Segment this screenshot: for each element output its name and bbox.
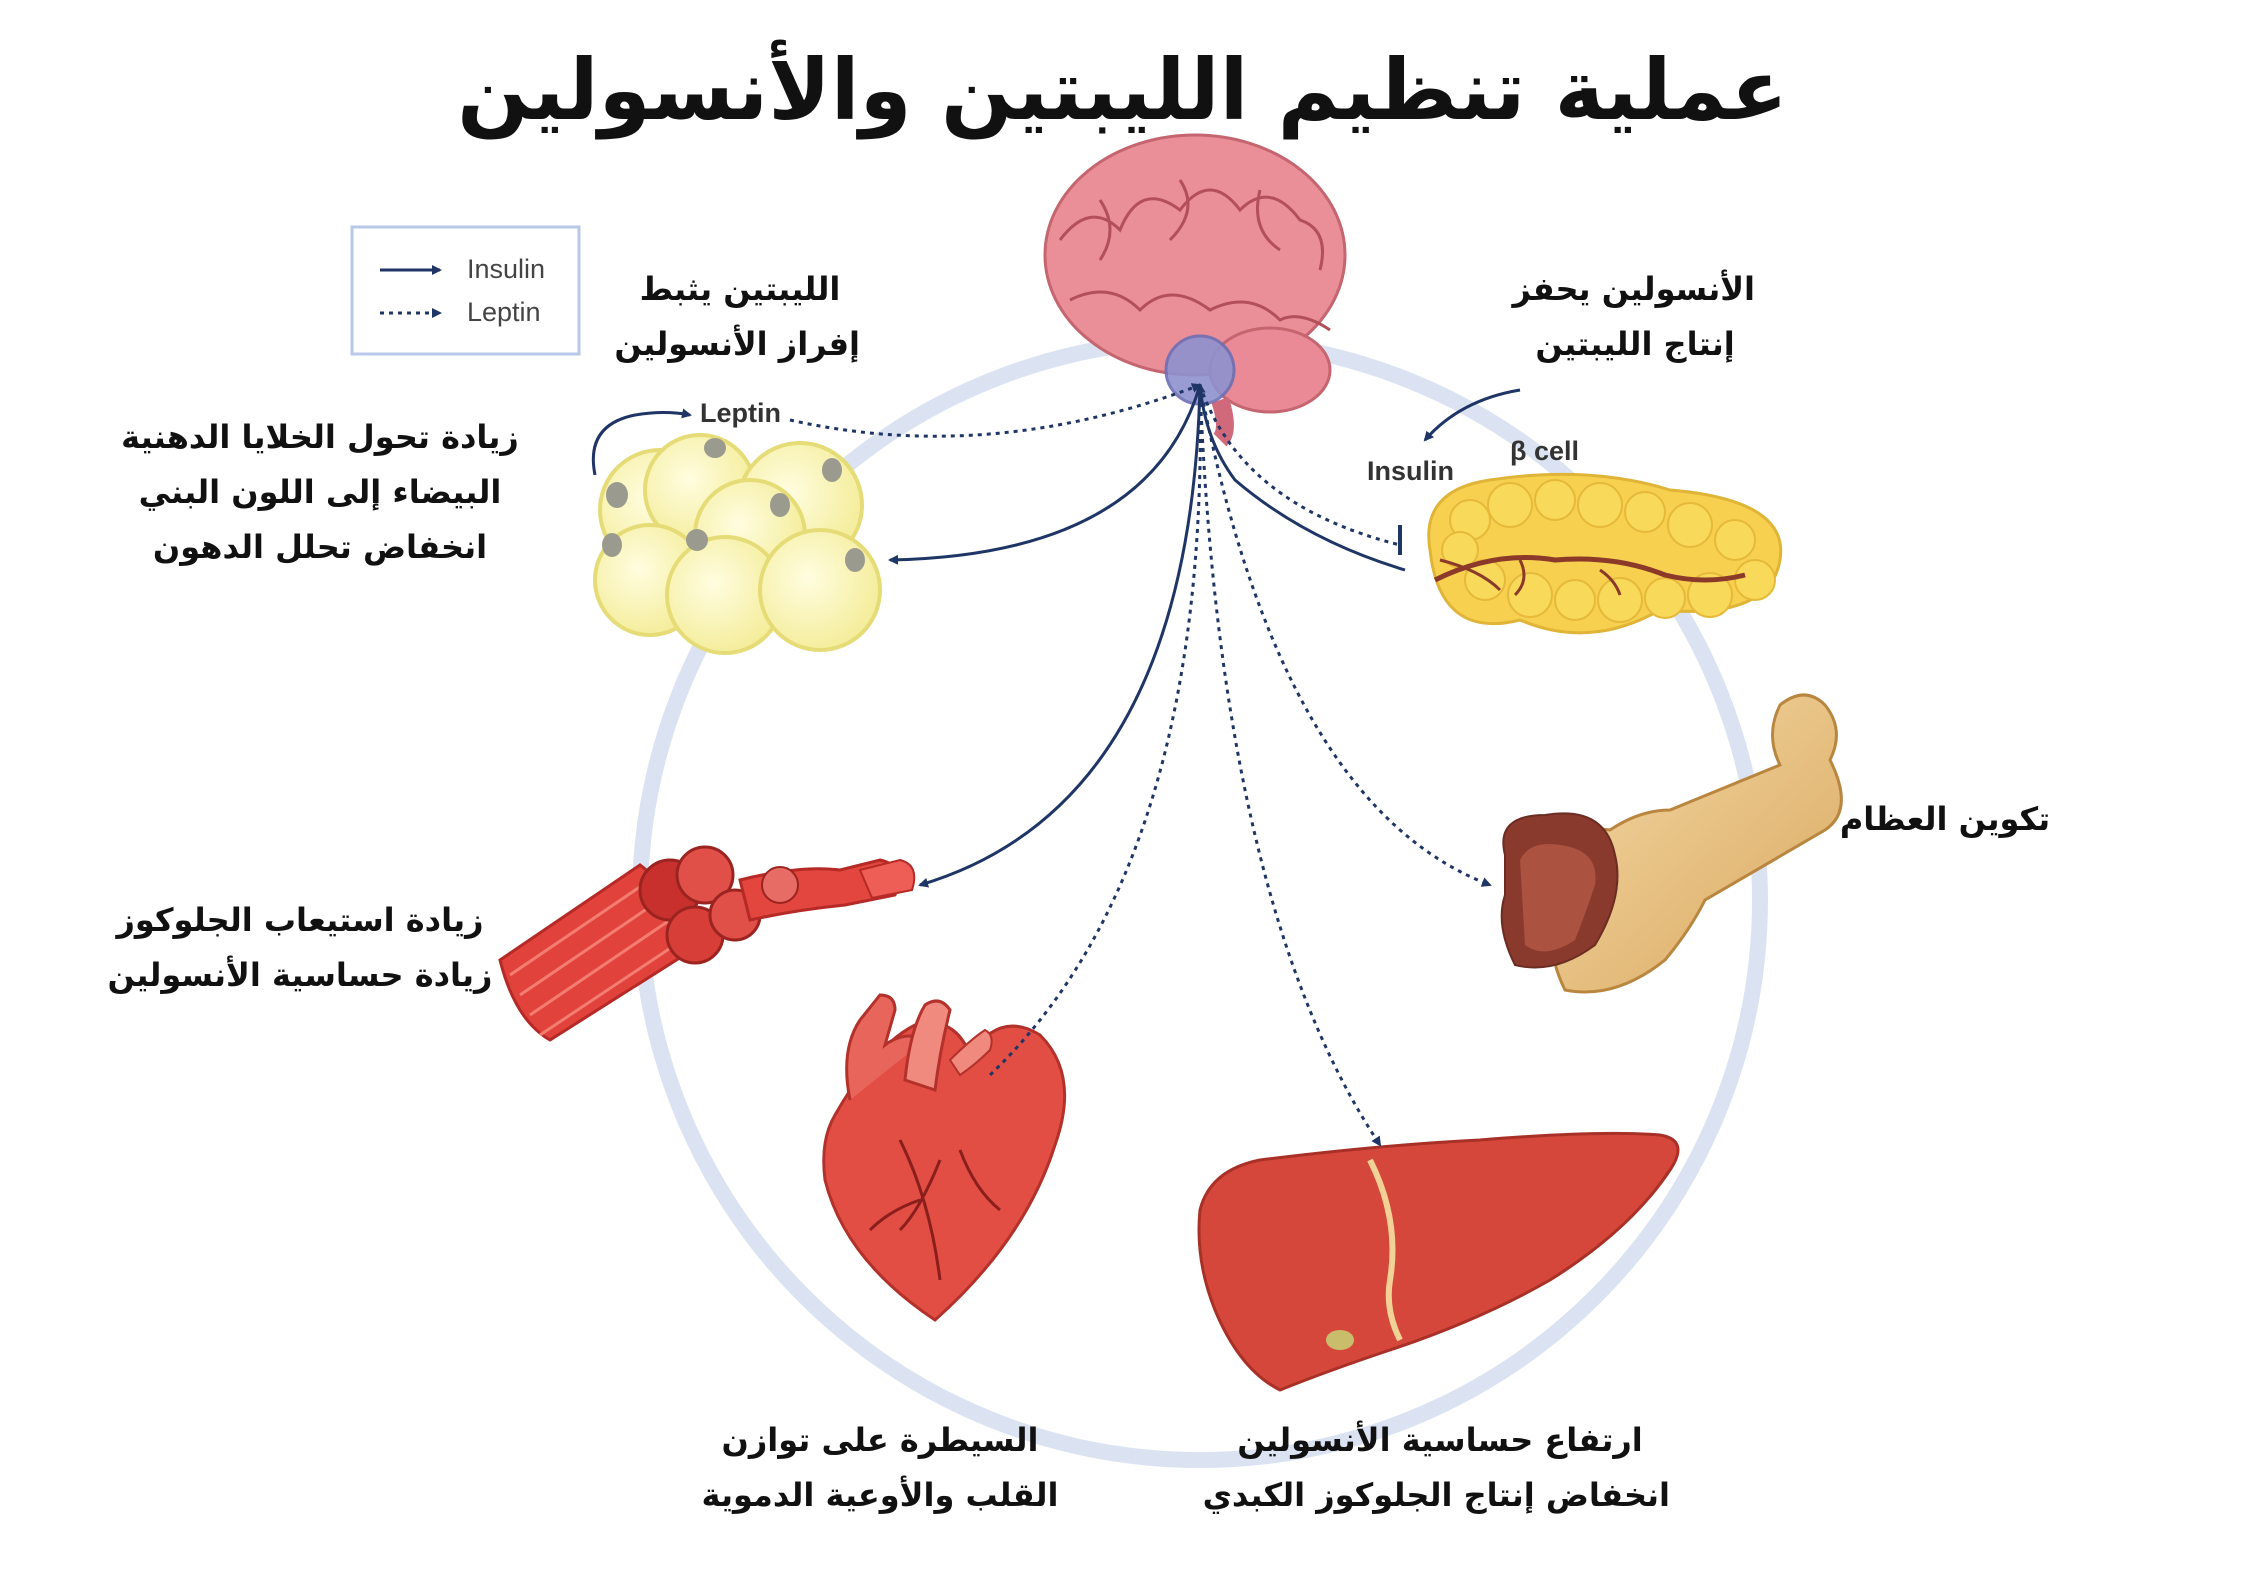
insulin-arrow-brain-to-muscle bbox=[918, 384, 1202, 888]
leptin-release-arrow bbox=[591, 408, 692, 476]
fat-cells-illustration bbox=[593, 433, 882, 655]
muscle-illustration bbox=[498, 845, 916, 1042]
caption-fat-cells: زيادة تحول الخلايا الدهنية البيضاء إلى ا… bbox=[121, 418, 519, 566]
caption-leptin-inhibits: الليبتين يثبط إفراز الأنسولين bbox=[614, 270, 860, 363]
insulin-arrow-brain-to-fat bbox=[888, 384, 1202, 565]
leptin-diagram-label: Leptin bbox=[700, 398, 781, 428]
legend-leptin-label: Leptin bbox=[467, 297, 541, 327]
beta-cell-label: β cell bbox=[1510, 436, 1579, 466]
leptin-arrow-brain-to-heart bbox=[988, 384, 1202, 1077]
bone-illustration bbox=[1500, 693, 1843, 994]
leptin-arrow-fat-to-brain bbox=[789, 383, 1202, 438]
leptin-arrow-brain-to-liver bbox=[1198, 384, 1382, 1147]
caption-insulin-stimulates: الأنسولين يحفز إنتاج الليبتين bbox=[1512, 270, 1755, 363]
heart-illustration bbox=[822, 993, 1067, 1322]
caption-bone: تكوين العظام bbox=[1839, 800, 2051, 838]
caption-muscle: زيادة استيعاب الجلوكوز زيادة حساسية الأن… bbox=[107, 901, 493, 994]
legend-box bbox=[350, 225, 581, 356]
page-title: عملية تنظيم الليبتين والأنسولين bbox=[457, 41, 1788, 139]
legend-insulin-label: Insulin bbox=[467, 254, 545, 284]
insulin-diagram-label: Insulin bbox=[1367, 456, 1454, 486]
beta-cell-arrow bbox=[1423, 388, 1521, 442]
liver-illustration bbox=[1197, 1131, 1680, 1392]
caption-heart: السيطرة على توازن القلب والأوعية الدموية bbox=[701, 1421, 1059, 1514]
leptin-arrow-brain-to-bone bbox=[1198, 384, 1492, 887]
caption-liver: ارتفاع حساسية الأنسولين انخفاض إنتاج الج… bbox=[1202, 1421, 1670, 1514]
leptin-inhibition-brain-to-pancreas bbox=[1198, 384, 1401, 547]
brain-illustration bbox=[1043, 133, 1347, 447]
pancreas-illustration bbox=[1427, 472, 1783, 635]
